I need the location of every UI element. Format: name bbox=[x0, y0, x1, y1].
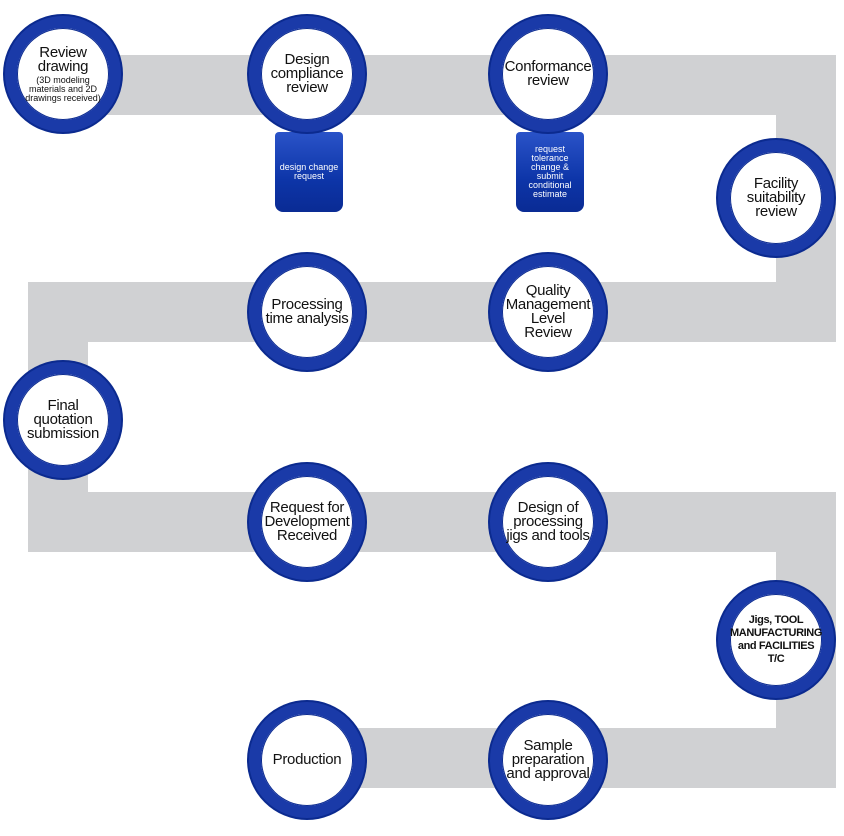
tolerance-change-text: request tolerance change & submit condit… bbox=[528, 144, 572, 199]
step-label: Conformance review bbox=[504, 58, 592, 89]
track-path bbox=[28, 55, 836, 788]
step-label: Production bbox=[272, 751, 342, 768]
step-sublabel: (3D modeling materials and 2D drawings r… bbox=[25, 74, 101, 103]
step-sample-preparation-and-approval[interactable]: Sample preparation and approval bbox=[490, 702, 606, 818]
step-label: Processing time analysis bbox=[265, 296, 349, 327]
step-review-drawing[interactable]: Review drawing (3D modeling materials an… bbox=[5, 16, 121, 132]
step-processing-time-analysis[interactable]: Processing time analysis bbox=[249, 254, 365, 370]
step-label: Design compliance review bbox=[270, 51, 344, 96]
step-jigs-tool-manufacturing[interactable]: Jigs, TOOL MANUFACTURING and FACILITIES … bbox=[718, 582, 834, 698]
step-final-quotation-submission[interactable]: Final quotation submission bbox=[5, 362, 121, 478]
step-design-of-processing-jigs-and-tools[interactable]: Design of processing jigs and tools bbox=[490, 464, 606, 580]
step-production[interactable]: Production bbox=[249, 702, 365, 818]
step-label: Jigs, TOOL MANUFACTURING and FACILITIES … bbox=[730, 614, 822, 665]
step-conformance-review[interactable]: Conformance review bbox=[490, 16, 606, 132]
design-change-request-text: design change request bbox=[279, 162, 339, 181]
step-label: Design of processing jigs and tools bbox=[506, 499, 590, 544]
tolerance-change-tab: request tolerance change & submit condit… bbox=[516, 132, 584, 212]
design-change-request-tab: design change request bbox=[275, 132, 343, 212]
step-label: Quality Management Level Review bbox=[505, 282, 591, 341]
step-label: Sample preparation and approval bbox=[506, 737, 590, 782]
step-facility-suitability-review[interactable]: Facility suitability review bbox=[718, 140, 834, 256]
step-quality-management-level-review[interactable]: Quality Management Level Review bbox=[490, 254, 606, 370]
step-design-compliance-review[interactable]: Design compliance review bbox=[249, 16, 365, 132]
step-label: Review drawing bbox=[37, 43, 89, 75]
step-label: Final quotation submission bbox=[26, 397, 100, 442]
step-label: Request for Development Received bbox=[264, 499, 350, 544]
step-label: Facility suitability review bbox=[746, 175, 806, 220]
step-request-for-development-received[interactable]: Request for Development Received bbox=[249, 464, 365, 580]
